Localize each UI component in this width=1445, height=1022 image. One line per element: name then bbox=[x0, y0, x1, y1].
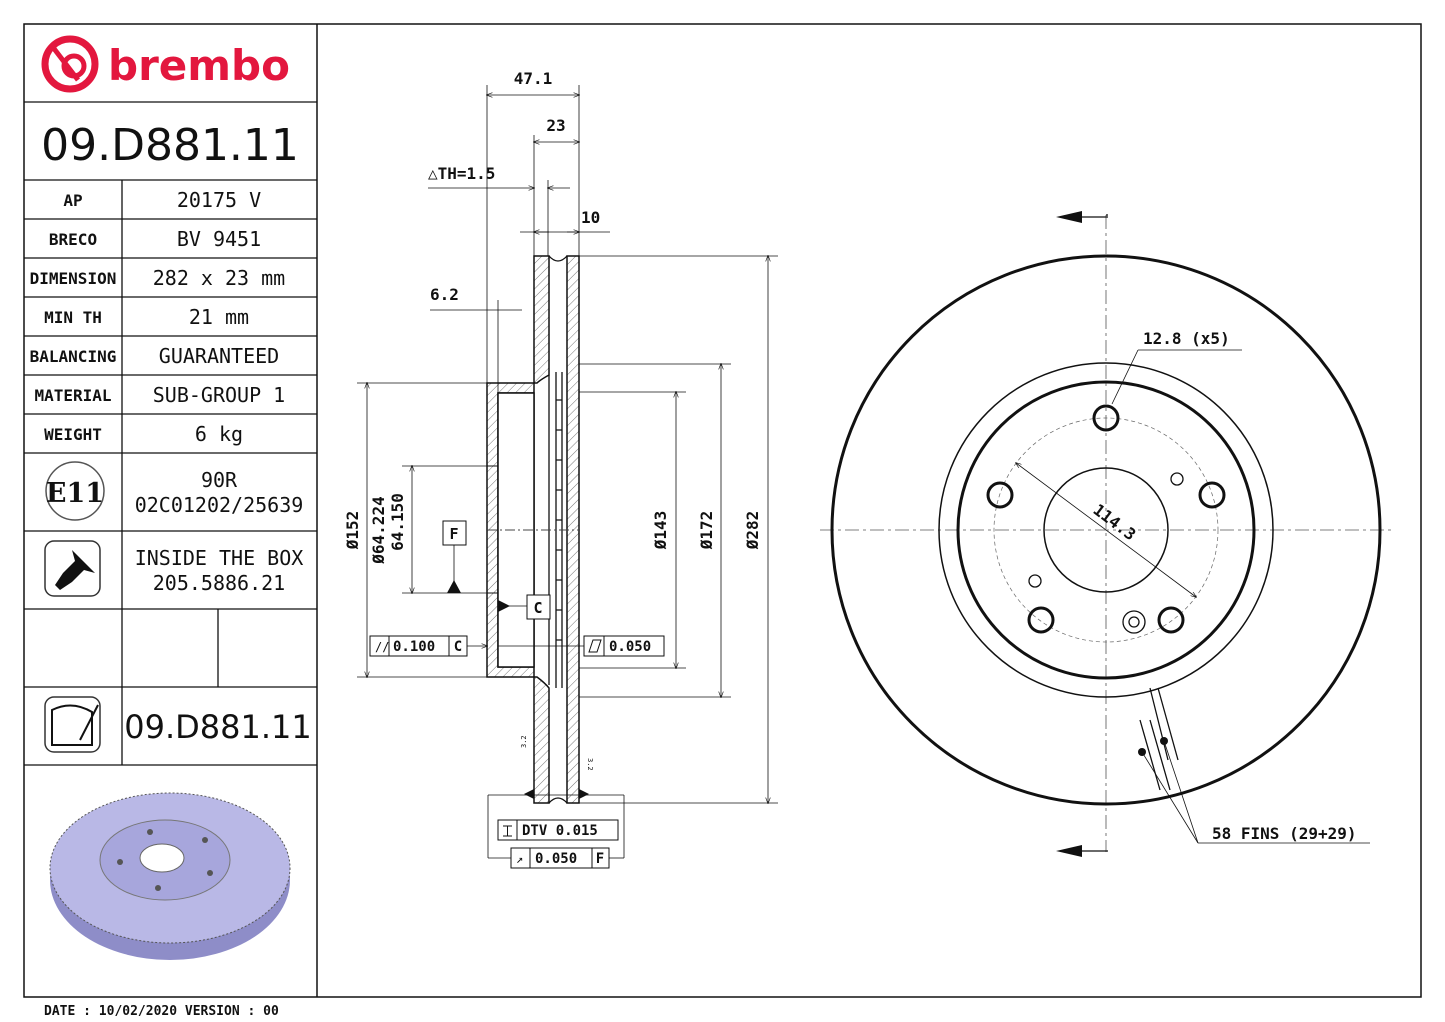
dim-delta-th: △TH=1.5 bbox=[428, 164, 495, 183]
fins-label: 58 FINS (29+29) bbox=[1212, 824, 1357, 843]
svg-text:brembo: brembo bbox=[108, 41, 290, 90]
spec-value: 20175 V bbox=[177, 188, 261, 212]
svg-text:0.050: 0.050 bbox=[535, 851, 577, 867]
dim-10: 10 bbox=[581, 208, 600, 227]
spec-value: 282 x 23 mm bbox=[153, 266, 285, 290]
svg-text:DTV 0.015: DTV 0.015 bbox=[522, 823, 598, 839]
dim-dia-64-150: 64.150 bbox=[388, 493, 407, 551]
drawing-frame bbox=[23, 23, 1422, 998]
approval-line2: 02C01202/25639 bbox=[135, 493, 304, 517]
e11-approval-icon: E11 bbox=[45, 461, 105, 521]
disc-section-icon bbox=[44, 696, 101, 753]
bolt-hole-dimension: 12.8 (x5) bbox=[1143, 329, 1230, 348]
dtv-tolerance: DTV 0.015 bbox=[497, 819, 619, 841]
flatness-tolerance: 0.050 bbox=[583, 635, 665, 657]
roughness-right: 3.2 bbox=[586, 758, 594, 771]
svg-text:0.100: 0.100 bbox=[393, 639, 435, 655]
disc-product-image bbox=[49, 792, 291, 960]
svg-text:F: F bbox=[596, 851, 604, 867]
spec-value: BV 9451 bbox=[177, 227, 261, 251]
bolt-holes bbox=[986, 404, 1226, 634]
dim-dia-282: Ø282 bbox=[743, 511, 762, 551]
svg-text:C: C bbox=[454, 639, 462, 655]
svg-text:E11: E11 bbox=[46, 478, 104, 509]
bottom-part-number: 09.D881.11 bbox=[124, 708, 312, 746]
dim-dia-172: Ø172 bbox=[697, 511, 716, 551]
spec-value: SUB-GROUP 1 bbox=[153, 383, 285, 407]
screw-icon bbox=[44, 540, 101, 597]
spec-label: AP bbox=[63, 191, 82, 210]
date-version: DATE : 10/02/2020 VERSION : 00 bbox=[44, 1004, 279, 1019]
svg-text:0.050: 0.050 bbox=[609, 639, 651, 655]
section-view: 47.1 23 △TH=1.5 10 6.2 Ø152 Ø64.224 64.1… bbox=[343, 69, 778, 869]
pcd-dimension: 114.3 bbox=[1090, 500, 1140, 544]
roughness-left: 3.2 bbox=[520, 735, 528, 748]
svg-text://: // bbox=[375, 640, 389, 654]
spec-label: DIMENSION bbox=[30, 269, 117, 288]
dim-dia-64-224: Ø64.224 bbox=[369, 496, 388, 564]
dim-47-1: 47.1 bbox=[514, 69, 553, 88]
svg-text:↗: ↗ bbox=[516, 852, 523, 866]
title-block: brembo 09.D881.11 AP 20175 V BRECO BV 94… bbox=[24, 35, 317, 960]
spec-label: BRECO bbox=[49, 230, 97, 249]
datum-f: F bbox=[449, 525, 458, 543]
spec-label: BALANCING bbox=[30, 347, 117, 366]
part-number: 09.D881.11 bbox=[41, 120, 299, 171]
front-view: 12.8 (x5) 114.3 58 FINS (29+29) bbox=[820, 211, 1395, 857]
accessory-line1: INSIDE THE BOX bbox=[135, 546, 304, 570]
brembo-logo: brembo bbox=[41, 35, 290, 93]
parallelism-tolerance: // 0.100 C bbox=[369, 635, 468, 657]
dim-dia-143: Ø143 bbox=[651, 511, 670, 551]
runout-tolerance: ↗ 0.050 F bbox=[510, 847, 610, 869]
accessory-line2: 205.5886.21 bbox=[153, 571, 285, 595]
spec-label: WEIGHT bbox=[44, 425, 102, 444]
dim-23: 23 bbox=[546, 116, 565, 135]
spec-label: MATERIAL bbox=[34, 386, 111, 405]
spec-value: 21 mm bbox=[189, 305, 249, 329]
dim-dia-152: Ø152 bbox=[343, 511, 362, 551]
approval-line1: 90R bbox=[201, 468, 238, 492]
spec-value: 6 kg bbox=[195, 422, 243, 446]
datum-c: C bbox=[533, 599, 542, 617]
dim-6-2: 6.2 bbox=[430, 285, 459, 304]
spec-label: MIN TH bbox=[44, 308, 102, 327]
spec-value: GUARANTEED bbox=[159, 344, 279, 368]
